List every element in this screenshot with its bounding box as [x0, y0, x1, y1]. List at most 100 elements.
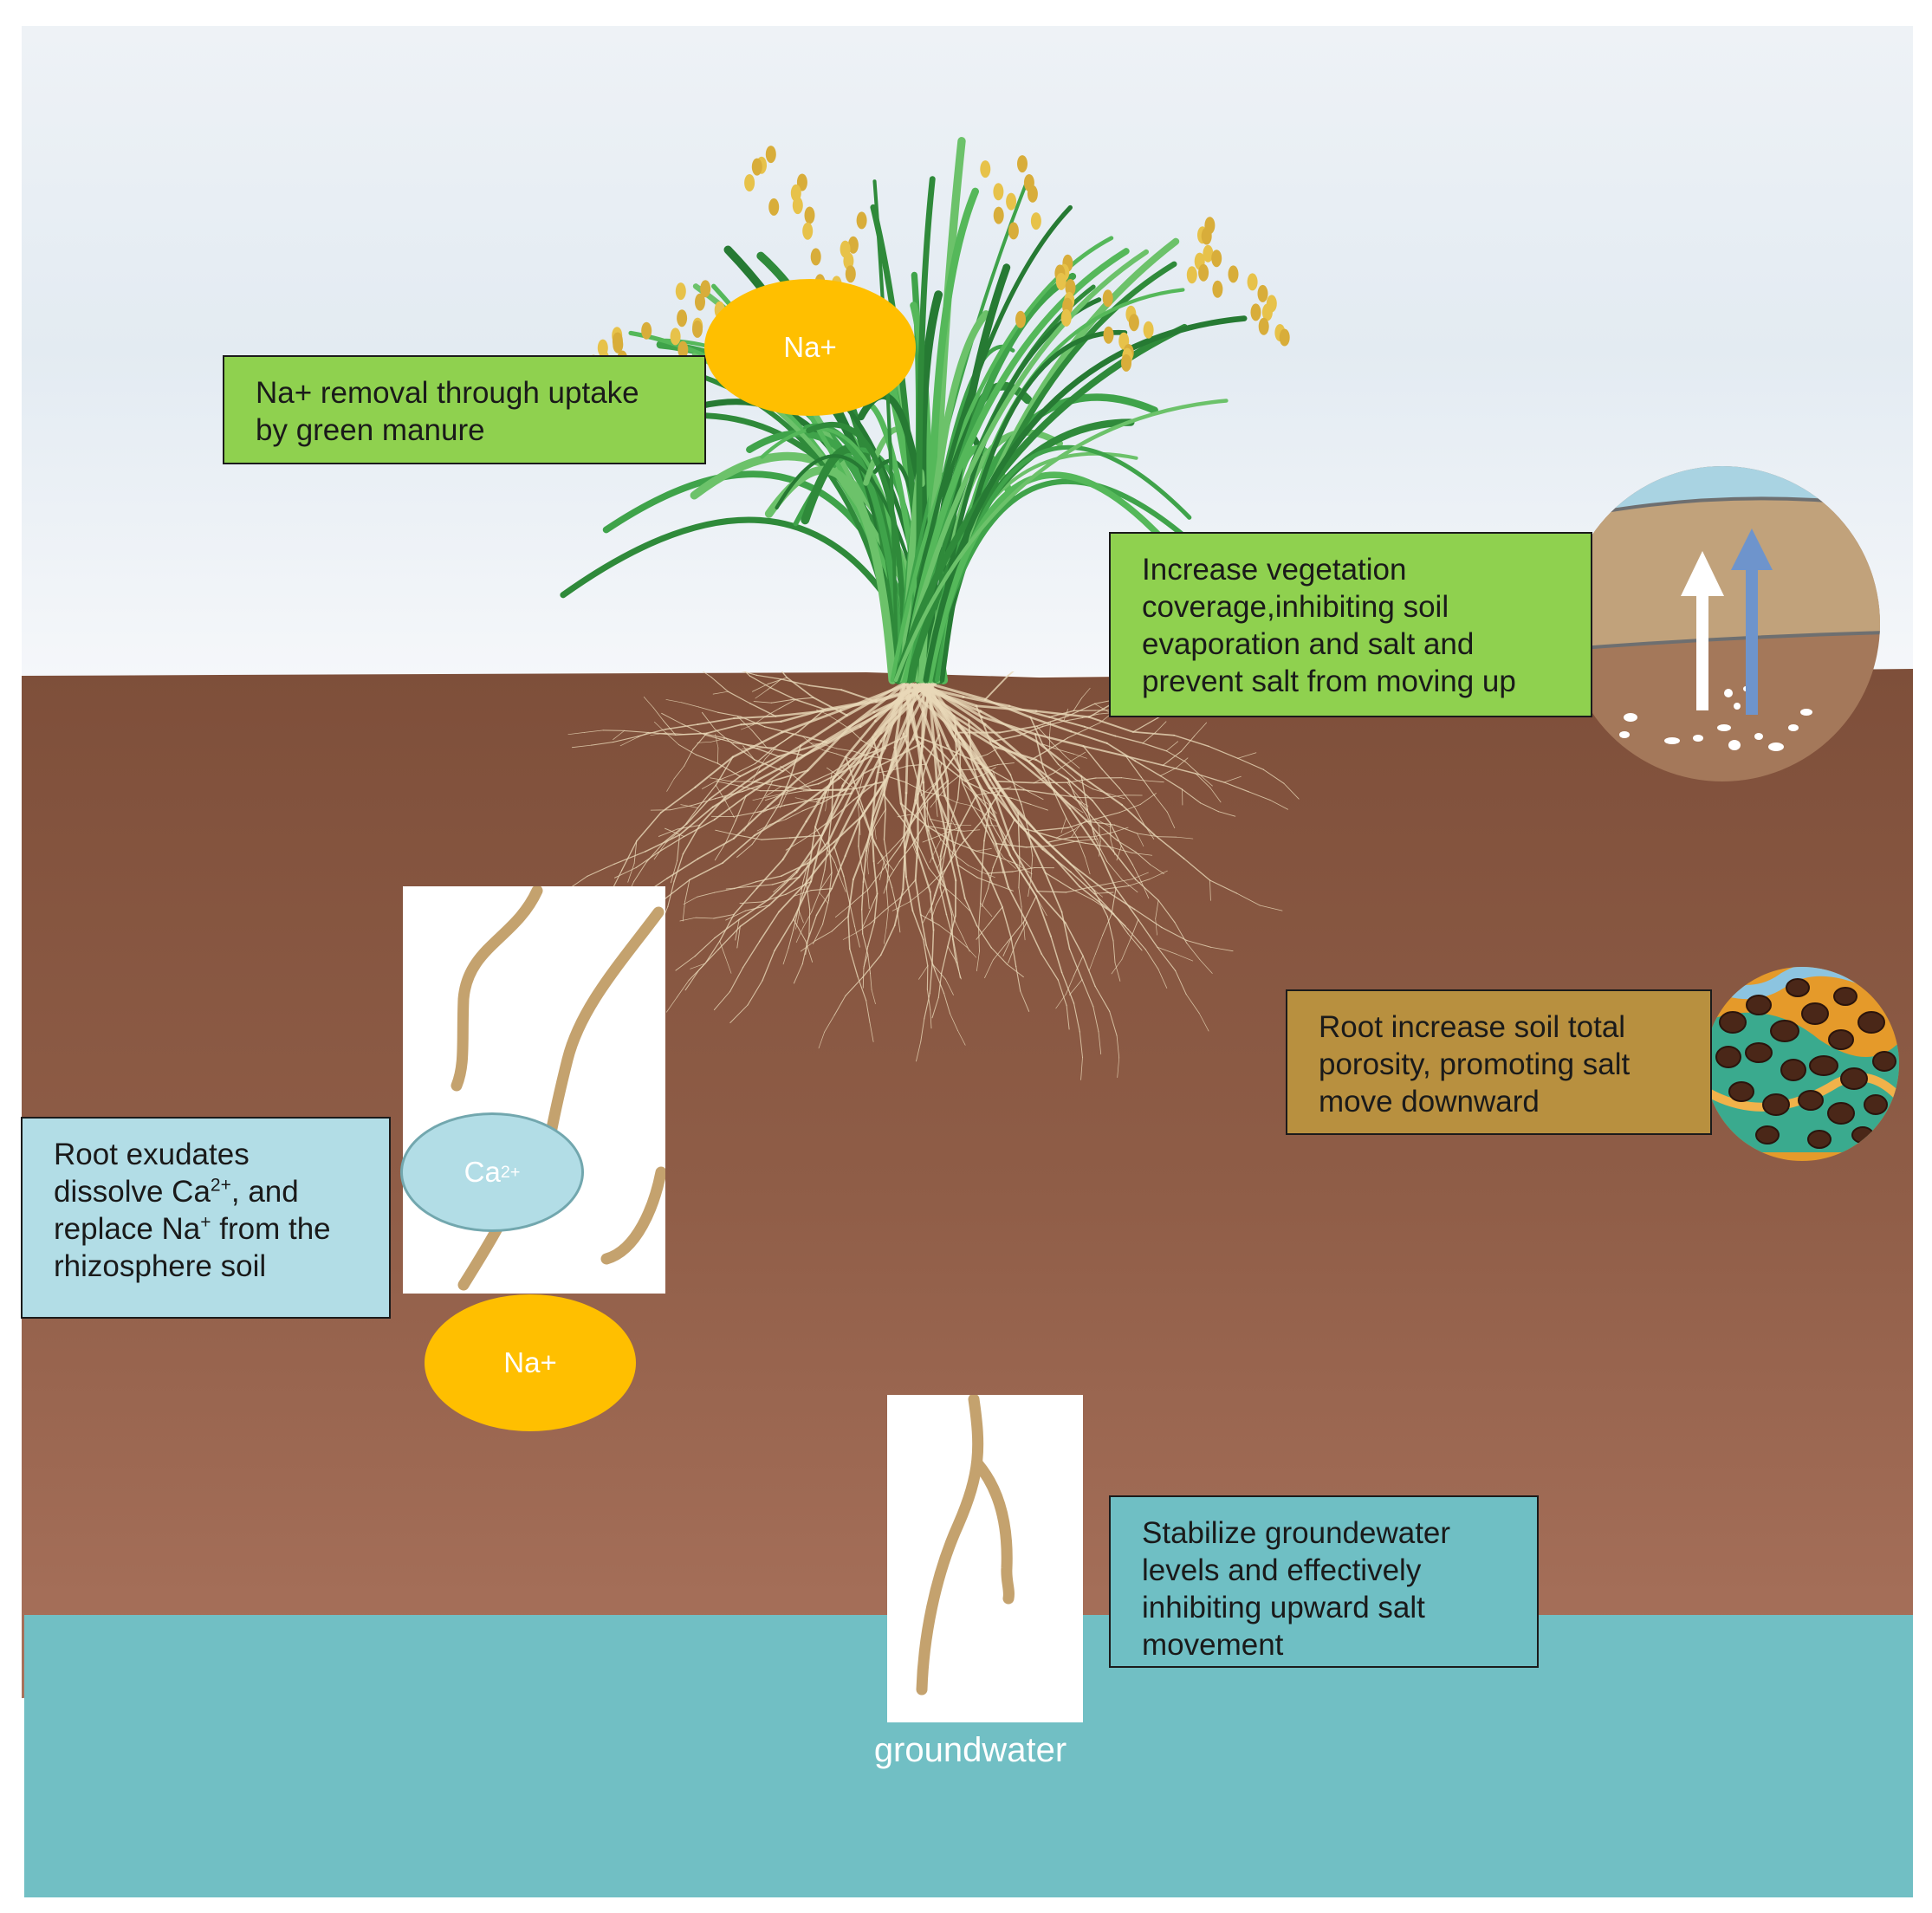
root-segment	[959, 820, 982, 847]
root-segment	[1044, 872, 1063, 913]
root-segment	[927, 683, 962, 750]
root-segment	[1008, 943, 1016, 963]
root-segment	[697, 784, 716, 809]
root-segment	[844, 818, 861, 858]
root-segment	[809, 826, 816, 859]
root-segment	[930, 683, 987, 702]
root-segment	[978, 764, 998, 770]
root-segment	[799, 714, 848, 748]
root-segment	[950, 1013, 958, 1031]
root-segment	[1157, 836, 1177, 838]
root-segment	[705, 723, 742, 735]
root-inset-groundwater	[887, 1393, 1083, 1722]
root-segment	[970, 754, 989, 761]
root-segment	[862, 954, 882, 978]
root-segment	[673, 853, 684, 883]
root-segment	[844, 719, 877, 758]
root-segment	[752, 716, 766, 726]
root-segment	[933, 743, 959, 771]
root-segment	[682, 901, 685, 922]
root-segment	[613, 851, 646, 865]
root-segment	[878, 860, 885, 880]
root-segment	[1114, 735, 1144, 744]
root-segment	[835, 904, 852, 918]
root-segment	[891, 901, 911, 911]
root-segment	[987, 746, 1001, 755]
root-segment	[1012, 848, 1039, 892]
root-segment	[956, 774, 961, 801]
root-segment	[904, 799, 917, 848]
root-segment	[1066, 729, 1086, 739]
root-segment	[884, 859, 894, 872]
root-segment	[1066, 817, 1079, 839]
rice-plant-icon	[556, 137, 1290, 684]
root-system-icon	[565, 671, 1300, 1080]
root-segment	[1135, 852, 1151, 866]
root-segment	[883, 808, 886, 840]
root-segment	[775, 710, 825, 717]
root-segment	[1176, 836, 1194, 840]
root-inset-icon	[916, 1393, 1015, 1696]
root-segment	[823, 710, 876, 743]
root-segment	[879, 924, 896, 956]
root-segment	[1034, 827, 1069, 832]
root-segment	[956, 898, 970, 911]
root-segment	[1165, 750, 1186, 762]
root-segment	[1159, 767, 1177, 776]
root-segment	[742, 745, 755, 761]
root-segment	[635, 852, 659, 869]
root-segment	[1081, 687, 1091, 699]
root-segment	[717, 925, 741, 950]
root-segment	[925, 825, 953, 842]
root-segment	[949, 826, 959, 866]
root-segment	[714, 841, 727, 861]
root-segment	[976, 791, 996, 796]
root-segment	[925, 944, 937, 972]
root-segment	[866, 1000, 871, 1023]
root-segment	[1121, 940, 1131, 960]
root-segment	[1053, 856, 1081, 888]
root-segment	[930, 894, 935, 914]
root-segment	[962, 695, 1011, 708]
root-segment	[802, 725, 862, 757]
root-segment	[725, 910, 746, 921]
root-segment	[675, 956, 696, 971]
root-segment	[971, 805, 985, 826]
root-segment	[808, 909, 811, 935]
root-segment	[777, 741, 827, 758]
root-segment	[1165, 741, 1178, 752]
root-segment	[956, 864, 966, 899]
root-segment	[637, 729, 666, 737]
root-segment	[1208, 745, 1239, 759]
root-inset-exudates	[403, 885, 667, 1294]
root-segment	[725, 820, 736, 843]
root-segment	[702, 671, 712, 678]
root-segment	[804, 857, 812, 886]
root-segment	[733, 715, 777, 720]
root-segment	[871, 781, 878, 826]
root-segment	[1157, 946, 1177, 971]
root-segment	[845, 976, 864, 996]
rice-grain	[980, 160, 991, 178]
root-segment	[818, 1031, 825, 1049]
root-segment	[627, 863, 635, 883]
rice-grain	[1211, 250, 1222, 268]
root-segment	[934, 970, 945, 995]
root-segment	[1092, 1006, 1099, 1033]
root-segment	[953, 853, 969, 866]
root-segment	[1026, 921, 1042, 955]
root-segment	[1067, 818, 1096, 828]
root-segment	[772, 769, 809, 782]
root-segment	[685, 798, 710, 825]
root-segment	[754, 747, 775, 765]
root-segment	[679, 917, 697, 922]
root-segment	[1112, 827, 1129, 833]
root-segment	[1125, 755, 1142, 778]
root-segment	[938, 924, 955, 937]
root-segment	[821, 899, 829, 925]
root-segment	[781, 678, 810, 686]
root-segment	[975, 704, 1038, 713]
root-segment	[976, 924, 992, 949]
root-segment	[810, 834, 823, 883]
root-segment	[1155, 721, 1167, 733]
